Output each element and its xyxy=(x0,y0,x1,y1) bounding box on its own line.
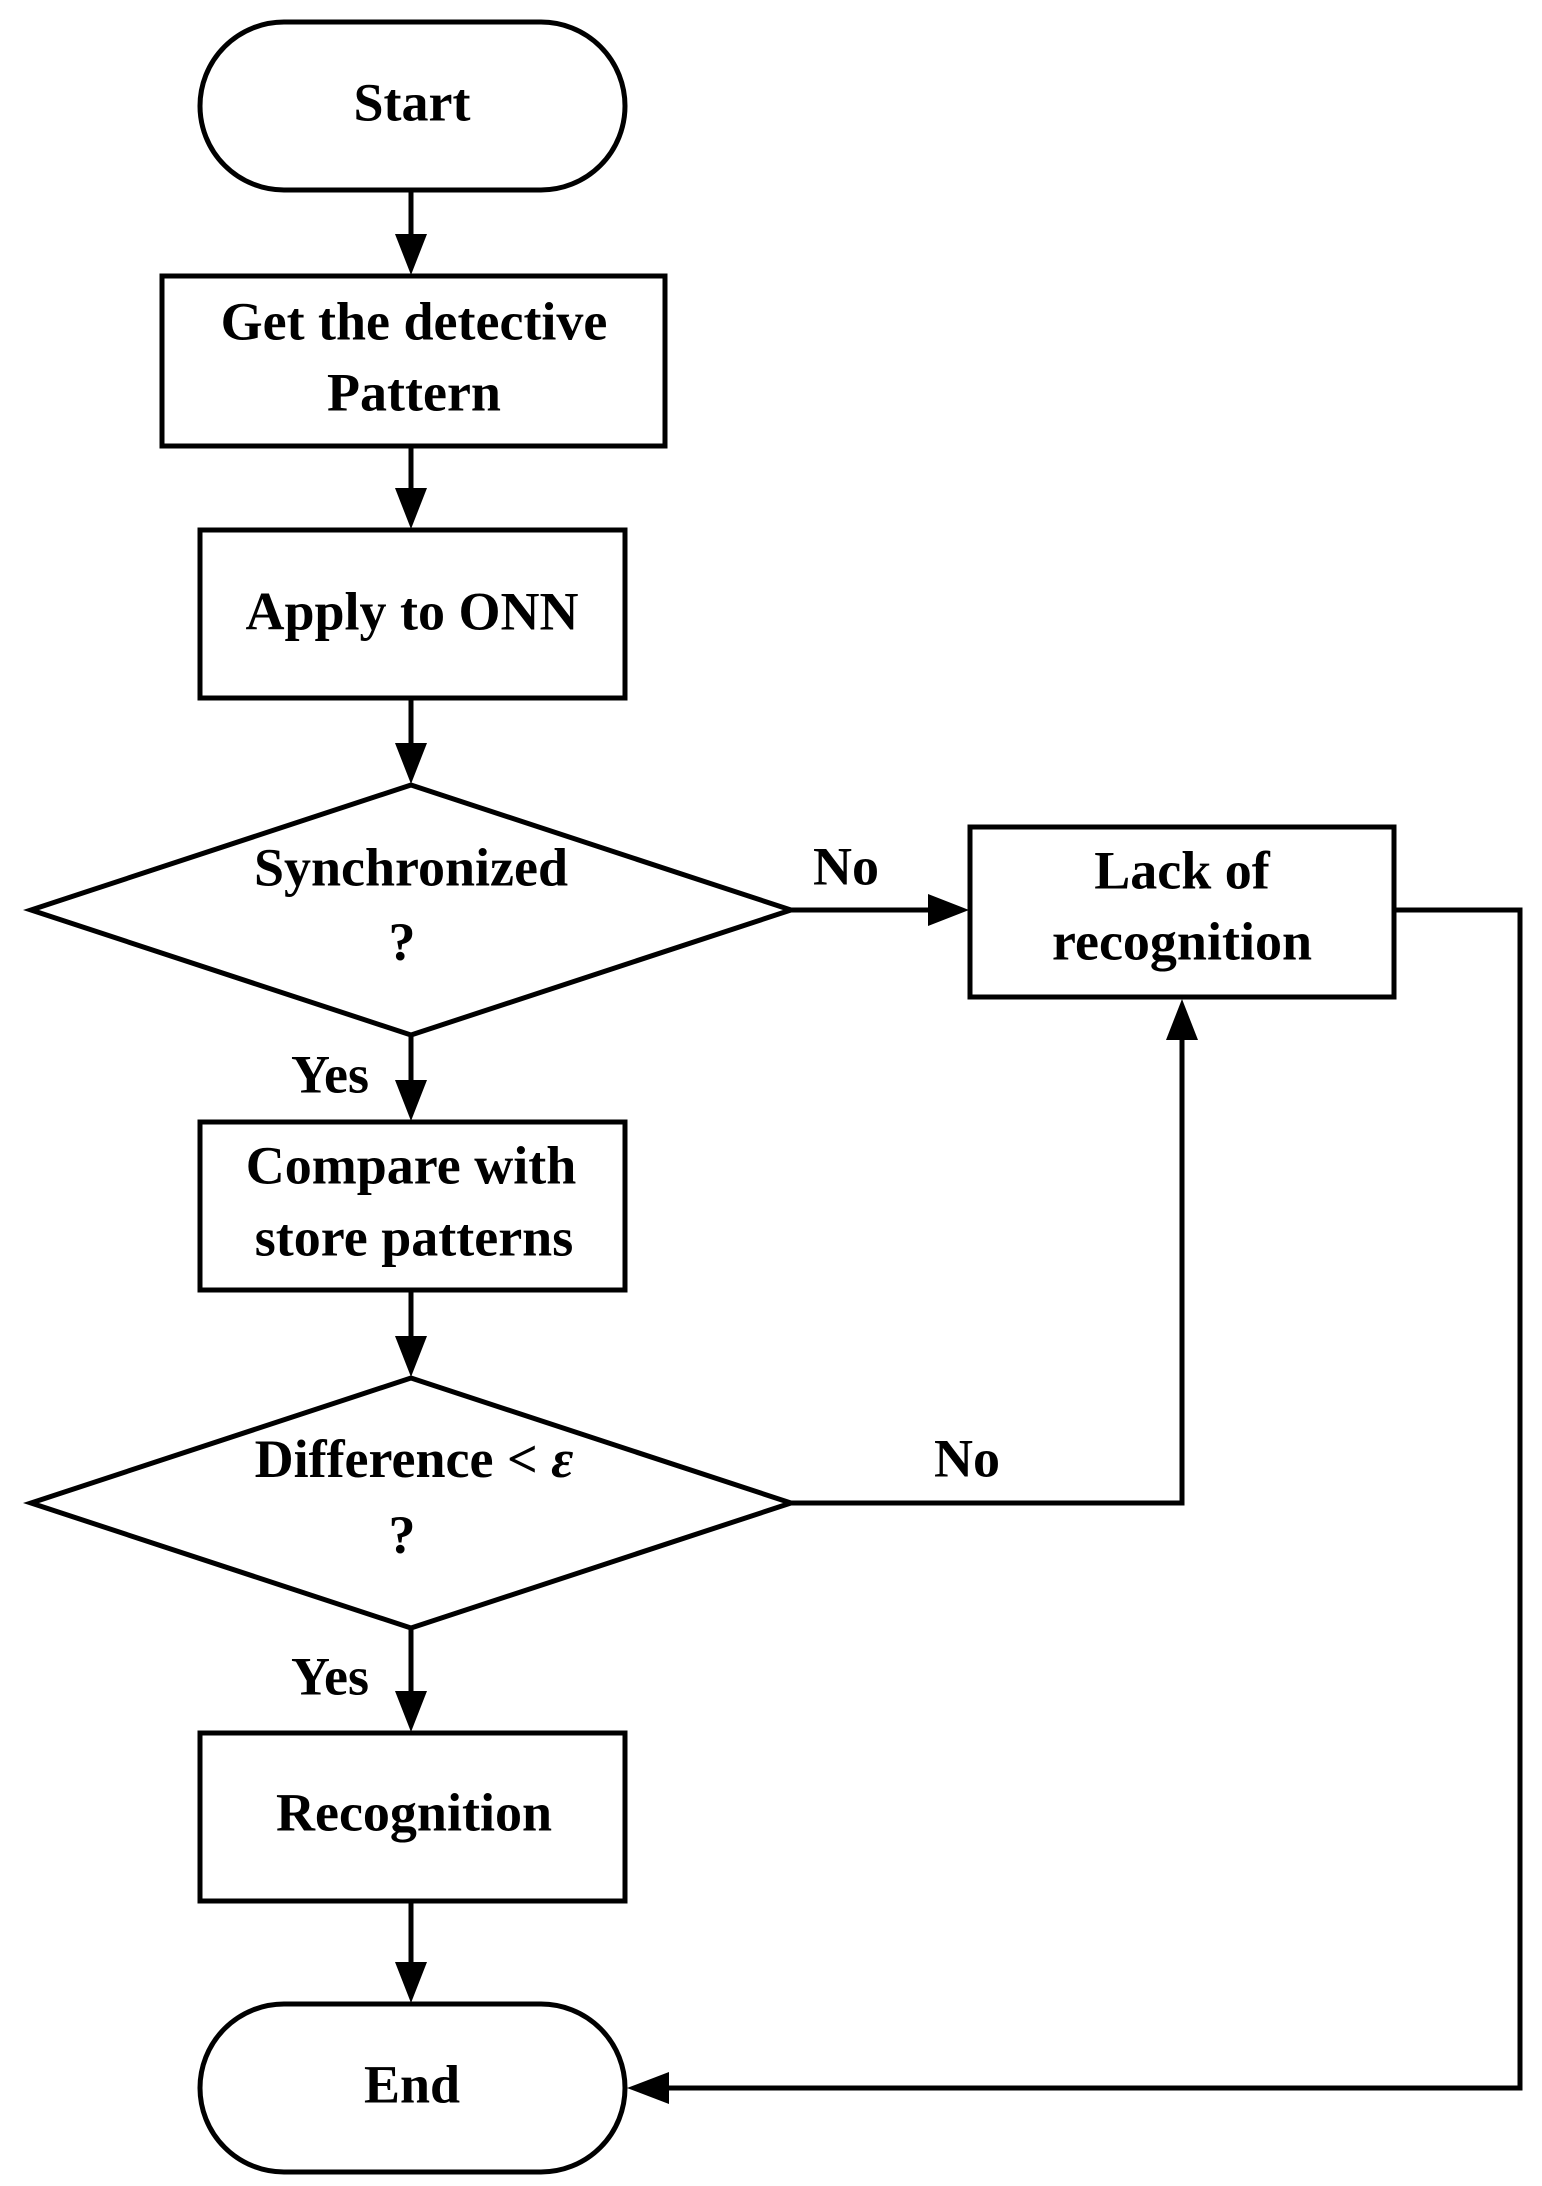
get-pattern-box xyxy=(159,273,668,449)
arrowhead-diff-to-lack xyxy=(1166,999,1198,1040)
synchronized-label-line1: Synchronized xyxy=(254,837,568,897)
arrowhead-to-lack xyxy=(928,894,969,926)
arrowhead-to-end xyxy=(395,1962,427,2003)
lack-label-line2: recognition xyxy=(1052,911,1312,971)
lack-label-line1: Lack of xyxy=(1094,840,1271,900)
synchronized-decision xyxy=(22,782,800,1038)
end-terminal xyxy=(197,2001,628,2175)
get-pattern-label-line2: Pattern xyxy=(327,362,501,422)
start-label: Start xyxy=(354,72,471,132)
arrowhead-lack-to-end xyxy=(627,2072,669,2104)
compare-label-line2: store patterns xyxy=(255,1207,573,1267)
arrowhead-to-sync xyxy=(395,743,427,784)
synchronized-yes-label: Yes xyxy=(291,1044,369,1104)
epsilon-symbol: ε xyxy=(551,1429,573,1489)
recognition-label: Recognition xyxy=(276,1782,552,1842)
arrowhead-to-apply xyxy=(395,488,427,529)
apply-onn-label: Apply to ONN xyxy=(245,581,578,641)
lack-of-recognition-box xyxy=(967,824,1397,1000)
arrowhead-to-compare xyxy=(395,1080,427,1121)
connector-diff-to-lack xyxy=(791,1038,1185,1506)
synchronized-label-line2: ? xyxy=(389,911,416,971)
connector-lack-to-end xyxy=(667,907,1523,2091)
synchronized-no-label: No xyxy=(813,836,879,896)
arrowhead-to-diff xyxy=(395,1336,427,1377)
arrowhead-to-get xyxy=(395,234,427,275)
end-label: End xyxy=(364,2054,460,2114)
apply-onn-box xyxy=(197,527,628,701)
difference-no-label: No xyxy=(934,1428,1000,1488)
difference-yes-label: Yes xyxy=(291,1646,369,1706)
difference-label-prefix: Difference < xyxy=(255,1429,552,1489)
difference-label-line1: Difference < ε xyxy=(255,1429,574,1489)
difference-label-line2: ? xyxy=(389,1504,416,1564)
compare-label-line1: Compare with xyxy=(246,1135,577,1195)
get-pattern-label-line1: Get the detective xyxy=(221,291,608,351)
arrowhead-to-recognition xyxy=(395,1691,427,1732)
difference-decision xyxy=(22,1375,800,1631)
